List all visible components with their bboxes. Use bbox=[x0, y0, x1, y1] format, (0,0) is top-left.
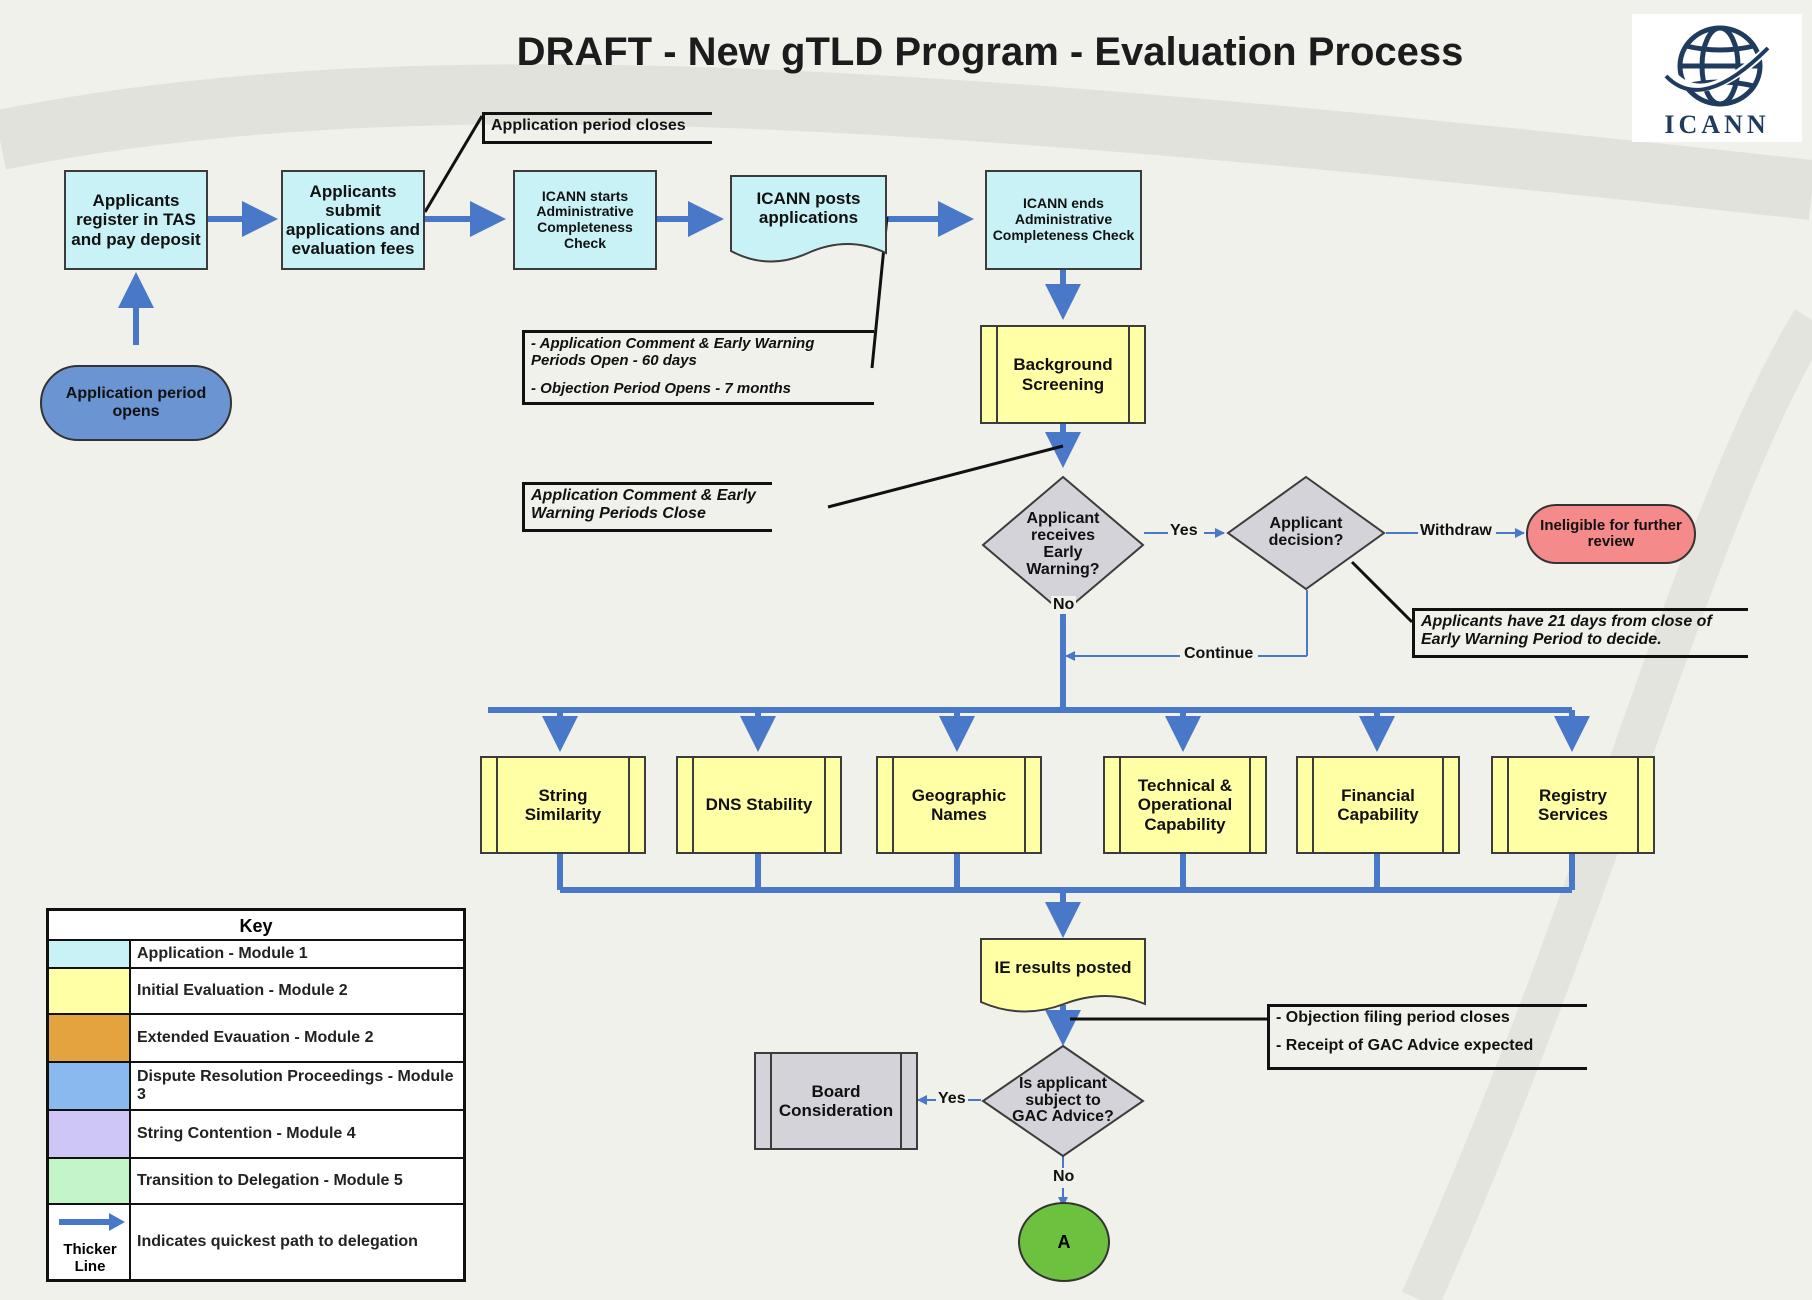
key-label-contention: String Contention - Module 4 bbox=[137, 1125, 356, 1143]
node-registry: Registry Services bbox=[1491, 756, 1655, 854]
node-register-label: Applicants register in TAS and pay depos… bbox=[71, 191, 201, 249]
node-board: Board Consideration bbox=[754, 1052, 918, 1150]
node-technical-label: Technical & Operational Capability bbox=[1137, 776, 1233, 834]
node-acc-start-label: ICANN starts Administrative Completeness… bbox=[536, 187, 634, 251]
label-yes-gac: Yes bbox=[936, 1090, 968, 1108]
key-row-extended: Extended Evauation - Module 2 bbox=[49, 1015, 463, 1063]
thin-flow-arrows bbox=[917, 528, 1525, 1207]
label-no-warning: No bbox=[1051, 596, 1077, 614]
node-dns-stability-label: DNS Stability bbox=[705, 795, 813, 815]
connector-a: A bbox=[1018, 1202, 1110, 1282]
label-no-gac: No bbox=[1051, 1168, 1077, 1186]
node-ie-results-label: IE results posted bbox=[994, 958, 1132, 977]
node-ie-results: IE results posted bbox=[980, 938, 1146, 1018]
connector-a-label: A bbox=[1057, 1231, 1071, 1252]
node-string-similarity: String Similarity bbox=[480, 756, 646, 854]
node-acc-end-label: ICANN ends Administrative Completeness C… bbox=[992, 195, 1135, 243]
key-swatch-extended bbox=[49, 1015, 131, 1061]
thick-arrow-icon bbox=[59, 1213, 125, 1231]
label-withdraw: Withdraw bbox=[1418, 522, 1494, 540]
top-flow-arrows bbox=[118, 201, 1590, 1046]
key-swatch-contention bbox=[49, 1111, 131, 1157]
node-acc-start: ICANN starts Administrative Completeness… bbox=[513, 170, 657, 270]
node-geographic-names: Geographic Names bbox=[876, 756, 1042, 854]
note-gac-expected-text: - Receipt of GAC Advice expected bbox=[1276, 1037, 1534, 1055]
key-swatch-initial bbox=[49, 969, 131, 1013]
node-financial: Financial Capability bbox=[1296, 756, 1460, 854]
node-dns-stability: DNS Stability bbox=[676, 756, 842, 854]
key-label-dispute: Dispute Resolution Proceedings - Module … bbox=[137, 1068, 454, 1103]
globe-icon bbox=[1664, 25, 1770, 107]
key-swatch-transition bbox=[49, 1159, 131, 1203]
background-swoosh bbox=[0, 64, 1812, 220]
node-geographic-names-label: Geographic Names bbox=[911, 785, 1007, 824]
note-period-closes-text: Application period closes bbox=[491, 117, 686, 134]
key-legend: Key Application - Module 1 Initial Evalu… bbox=[46, 908, 466, 1282]
node-posts: ICANN posts applications bbox=[730, 175, 887, 269]
note-objection-opens-text: - Objection Period Opens - 7 months bbox=[531, 379, 792, 397]
key-row-initial: Initial Evaluation - Module 2 bbox=[49, 969, 463, 1015]
node-decision-label: Applicant decision? bbox=[1268, 515, 1344, 549]
node-ineligible-label: Ineligible for further review bbox=[1540, 516, 1682, 550]
note-comment-open-text: - Application Comment & Early Warning Pe… bbox=[531, 335, 815, 370]
icann-logo: ICANN bbox=[1632, 14, 1802, 142]
node-register: Applicants register in TAS and pay depos… bbox=[64, 170, 208, 270]
node-gac-label: Is applicant subject to GAC Advice? bbox=[1012, 1074, 1114, 1126]
key-thicker-text: Thicker Line bbox=[63, 1240, 117, 1275]
note-comment-close-text: Application Comment & Early Warning Peri… bbox=[531, 487, 756, 523]
note-comment-close: Application Comment & Early Warning Peri… bbox=[522, 482, 772, 532]
node-early-warning-label: Applicant receives Early Warning? bbox=[1026, 510, 1100, 578]
label-yes-warning: Yes bbox=[1168, 522, 1200, 540]
note-period-closes: Application period closes bbox=[482, 112, 712, 144]
note-objection-closes-text: - Objection filing period closes bbox=[1276, 1009, 1510, 1026]
key-row-dispute: Dispute Resolution Proceedings - Module … bbox=[49, 1063, 463, 1111]
note-comment-open: - Application Comment & Early Warning Pe… bbox=[522, 330, 874, 405]
key-row-transition: Transition to Delegation - Module 5 bbox=[49, 1159, 463, 1205]
callout-lines bbox=[423, 115, 1414, 1021]
node-posts-label: ICANN posts applications bbox=[756, 189, 861, 228]
node-submit: Applicants submit applications and evalu… bbox=[281, 170, 425, 270]
key-swatch-application bbox=[49, 941, 131, 967]
node-period-opens-label: Application period opens bbox=[65, 385, 207, 420]
background-swoosh-2 bbox=[1401, 309, 1812, 1300]
node-gac: Is applicant subject to GAC Advice? bbox=[981, 1044, 1145, 1158]
key-label-application: Application - Module 1 bbox=[137, 945, 308, 963]
label-continue: Continue bbox=[1182, 645, 1256, 663]
note-21-days: Applicants have 21 days from close of Ea… bbox=[1412, 608, 1748, 658]
key-title: Key bbox=[49, 911, 463, 941]
node-acc-end: ICANN ends Administrative Completeness C… bbox=[985, 170, 1142, 270]
key-swatch-thicker-line: Thicker Line bbox=[49, 1205, 131, 1279]
node-decision: Applicant decision? bbox=[1226, 475, 1386, 591]
node-registry-label: Registry Services bbox=[1538, 785, 1608, 824]
logo-text: ICANN bbox=[1664, 110, 1770, 139]
node-board-label: Board Consideration bbox=[778, 1081, 894, 1120]
node-string-similarity-label: String Similarity bbox=[524, 785, 602, 824]
key-swatch-dispute bbox=[49, 1063, 131, 1109]
node-background-label: Background Screening bbox=[1013, 355, 1113, 394]
node-early-warning: Applicant receives Early Warning? bbox=[981, 475, 1145, 615]
node-ineligible: Ineligible for further review bbox=[1526, 504, 1696, 564]
key-label-initial: Initial Evaluation - Module 2 bbox=[137, 982, 348, 1000]
note-21-days-text: Applicants have 21 days from close of Ea… bbox=[1421, 613, 1712, 649]
key-row-contention: String Contention - Module 4 bbox=[49, 1111, 463, 1159]
key-label-thicker-line: Indicates quickest path to delegation bbox=[137, 1233, 418, 1251]
node-financial-label: Financial Capability bbox=[1337, 785, 1419, 824]
node-period-opens: Application period opens bbox=[40, 365, 232, 441]
key-label-extended: Extended Evauation - Module 2 bbox=[137, 1029, 374, 1047]
key-label-transition: Transition to Delegation - Module 5 bbox=[137, 1172, 403, 1190]
key-row-thicker-line: Thicker Line Indicates quickest path to … bbox=[49, 1205, 463, 1279]
key-row-application: Application - Module 1 bbox=[49, 941, 463, 969]
node-background: Background Screening bbox=[980, 325, 1146, 424]
node-submit-label: Applicants submit applications and evalu… bbox=[285, 181, 421, 259]
node-technical: Technical & Operational Capability bbox=[1103, 756, 1267, 854]
note-objection-closes: - Objection filing period closes - Recei… bbox=[1267, 1004, 1587, 1070]
page-title: DRAFT - New gTLD Program - Evaluation Pr… bbox=[516, 30, 1464, 74]
